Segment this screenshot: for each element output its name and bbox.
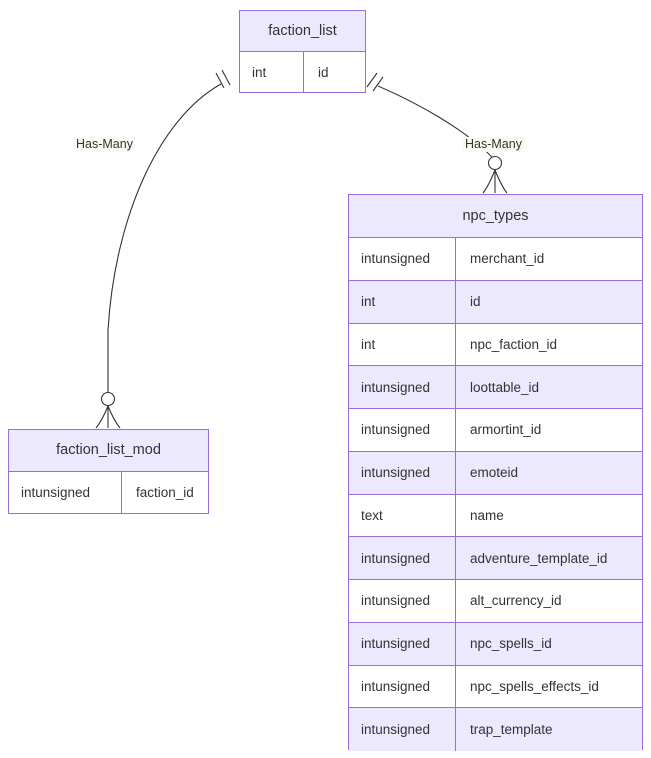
table-row: intunsigned trap_template bbox=[349, 708, 642, 751]
attribute-type: int bbox=[349, 280, 456, 323]
attribute-name: id bbox=[318, 64, 329, 80]
relationship-label-npc-types: Has-Many bbox=[463, 137, 524, 152]
attribute-type: intunsigned bbox=[349, 409, 456, 451]
table-row: intunsigned armortint_id bbox=[349, 409, 642, 452]
attribute-name: merchant_id bbox=[470, 251, 545, 267]
table-row: intunsigned alt_currency_id bbox=[349, 580, 642, 623]
attribute-name: id bbox=[470, 294, 481, 310]
table-row: int id bbox=[240, 52, 365, 92]
cardinality-exactly-one-left bbox=[215, 69, 231, 89]
entity-title-faction-list-mod: faction_list_mod bbox=[9, 430, 208, 472]
table-row: int id bbox=[349, 280, 642, 324]
entity-faction-list-mod[interactable]: faction_list_mod intunsigned faction_id bbox=[8, 429, 209, 514]
attribute-type: intunsigned bbox=[349, 665, 456, 708]
attribute-type: int bbox=[240, 52, 304, 92]
table-row: intunsigned merchant_id bbox=[349, 238, 642, 281]
attribute-type: int bbox=[349, 323, 456, 366]
attribute-name: faction_id bbox=[136, 485, 194, 500]
edge-faction-list-to-npc-types bbox=[366, 72, 508, 194]
table-row: intunsigned npc_spells_effects_id bbox=[349, 665, 642, 709]
attribute-type: intunsigned bbox=[349, 537, 456, 579]
attribute-type: intunsigned bbox=[349, 708, 456, 751]
table-row: intunsigned adventure_template_id bbox=[349, 537, 642, 580]
attribute-name: trap_template bbox=[470, 722, 553, 738]
attribute-type: intunsigned bbox=[349, 580, 456, 622]
attribute-name: npc_spells_effects_id bbox=[470, 678, 599, 694]
table-row: intunsigned loottable_id bbox=[349, 366, 642, 409]
attribute-type: intunsigned bbox=[349, 238, 456, 280]
table-row: intunsigned emoteid bbox=[349, 451, 642, 495]
attribute-name: armortint_id bbox=[470, 422, 542, 438]
edge-faction-list-to-faction-list-mod bbox=[95, 69, 231, 429]
attribute-type: intunsigned bbox=[349, 366, 456, 408]
entity-title-npc-types: npc_types bbox=[349, 195, 642, 238]
attribute-type: intunsigned bbox=[9, 472, 122, 513]
attribute-type: text bbox=[349, 494, 456, 537]
attribute-name: name bbox=[470, 507, 504, 523]
relationship-label-faction-list-mod: Has-Many bbox=[74, 137, 135, 152]
attribute-type: intunsigned bbox=[349, 622, 456, 665]
attribute-name: adventure_template_id bbox=[470, 550, 608, 566]
entity-npc-types[interactable]: npc_types intunsigned merchant_id int id… bbox=[348, 194, 643, 751]
entity-faction-list[interactable]: faction_list int id bbox=[239, 10, 366, 93]
table-row: int npc_faction_id bbox=[349, 323, 642, 367]
attribute-name: emoteid bbox=[470, 465, 519, 481]
attribute-type: intunsigned bbox=[349, 451, 456, 494]
table-row: text name bbox=[349, 494, 642, 538]
entity-title-faction-list: faction_list bbox=[240, 11, 365, 52]
cardinality-exactly-one-right bbox=[366, 72, 384, 92]
cardinality-zero-or-many-right bbox=[482, 155, 508, 194]
table-row: intunsigned npc_spells_id bbox=[349, 622, 642, 666]
attribute-name: alt_currency_id bbox=[470, 593, 562, 609]
attribute-name: npc_spells_id bbox=[470, 636, 552, 652]
table-row: intunsigned faction_id bbox=[9, 472, 208, 513]
attribute-name: loottable_id bbox=[470, 379, 540, 395]
attribute-name: npc_faction_id bbox=[470, 336, 558, 352]
cardinality-zero-or-many-left bbox=[95, 391, 121, 429]
